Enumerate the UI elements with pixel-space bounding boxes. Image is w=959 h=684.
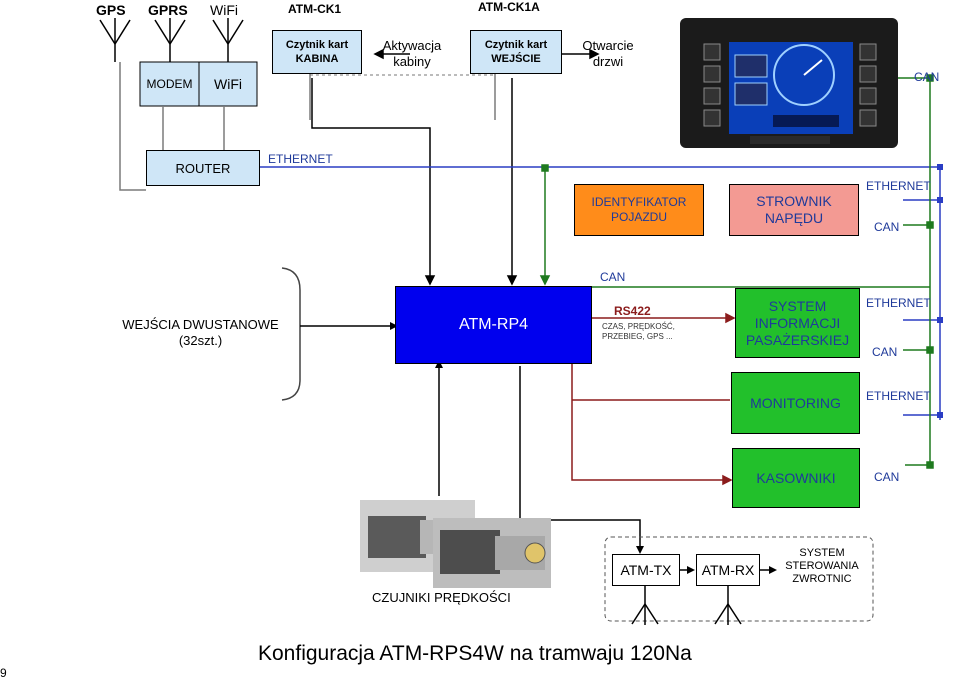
vehicle-identifier-box: IDENTYFIKATOR POJAZDU: [574, 184, 704, 236]
ethernet-label-info: ETHERNET: [866, 296, 931, 310]
can-label-drive: CAN: [874, 220, 900, 234]
ethernet-label-router: ETHERNET: [268, 152, 333, 166]
display-can-label: CAN: [914, 70, 940, 84]
reader-cabin-box: Czytnik kart KABINA: [272, 30, 362, 74]
antenna-icon-rx: [714, 586, 742, 625]
ethernet-nodes: [937, 164, 943, 418]
atm-ck1a-label: ATM-CK1A: [478, 0, 540, 14]
antenna-icon-wifi: [212, 18, 244, 62]
speed-sensor-image-2: [433, 518, 551, 588]
can-label-info: CAN: [872, 345, 898, 359]
door-opening-label: Otwarcie drzwi: [582, 38, 634, 69]
router-box: ROUTER: [146, 150, 260, 186]
antenna-icon-gps: [99, 18, 131, 62]
antenna-icon-tx: [631, 586, 659, 625]
gps-label: GPS: [96, 2, 126, 18]
drive-controller-box: STROWNIK NAPĘDU: [729, 184, 859, 236]
binary-inputs-label: WEJŚCIA DWUSTANOWE (32szt.): [122, 317, 279, 348]
monitoring-box: MONITORING: [731, 372, 860, 434]
can-bus: [539, 74, 934, 469]
page-number: 9: [0, 666, 7, 680]
diagram-title: Konfiguracja ATM-RPS4W na tramwaju 120Na: [258, 642, 692, 665]
antenna-icon-gprs: [154, 18, 186, 62]
ethernet-label-drive: ETHERNET: [866, 179, 931, 193]
wifi-antenna-label: WiFi: [210, 2, 238, 18]
wifi-box: WiFi: [214, 76, 242, 92]
atm-rp4-box: ATM-RP4: [395, 286, 592, 364]
modem-box: MODEM: [146, 77, 193, 91]
atm-ck1-label: ATM-CK1: [288, 2, 342, 16]
can-label-rp4: CAN: [600, 270, 626, 284]
driver-display-image: [680, 18, 898, 148]
atm-rx-box: ATM-RX: [696, 554, 760, 586]
atm-tx-box: ATM-TX: [612, 554, 680, 586]
reader-arrows: [311, 48, 600, 286]
gprs-label: GPRS: [148, 2, 188, 18]
cabin-activation-label: Aktywacja kabiny: [382, 38, 442, 69]
connections-top: [119, 62, 496, 191]
ticket-validator-box: KASOWNIKI: [732, 448, 860, 508]
can-label-validator: CAN: [874, 470, 900, 484]
inputs-bracket: [281, 267, 301, 401]
switch-control-label: SYSTEM STEROWANIA ZWROTNIC: [785, 547, 859, 585]
ethernet-label-monitoring: ETHERNET: [866, 389, 931, 403]
reader-entry-box: Czytnik kart WEJŚCIE: [470, 30, 562, 74]
passenger-info-box: SYSTEM INFORMACJI PASAŻERSKIEJ: [735, 288, 860, 358]
rs422-note: CZAS, PRĘDKOŚĆ, PRZEBIEG, GPS ...: [602, 322, 675, 341]
rs422-label: RS422: [614, 304, 651, 318]
speed-sensors-label: CZUJNIKI PRĘDKOŚCI: [372, 590, 511, 605]
switch-group-border: [604, 536, 874, 622]
